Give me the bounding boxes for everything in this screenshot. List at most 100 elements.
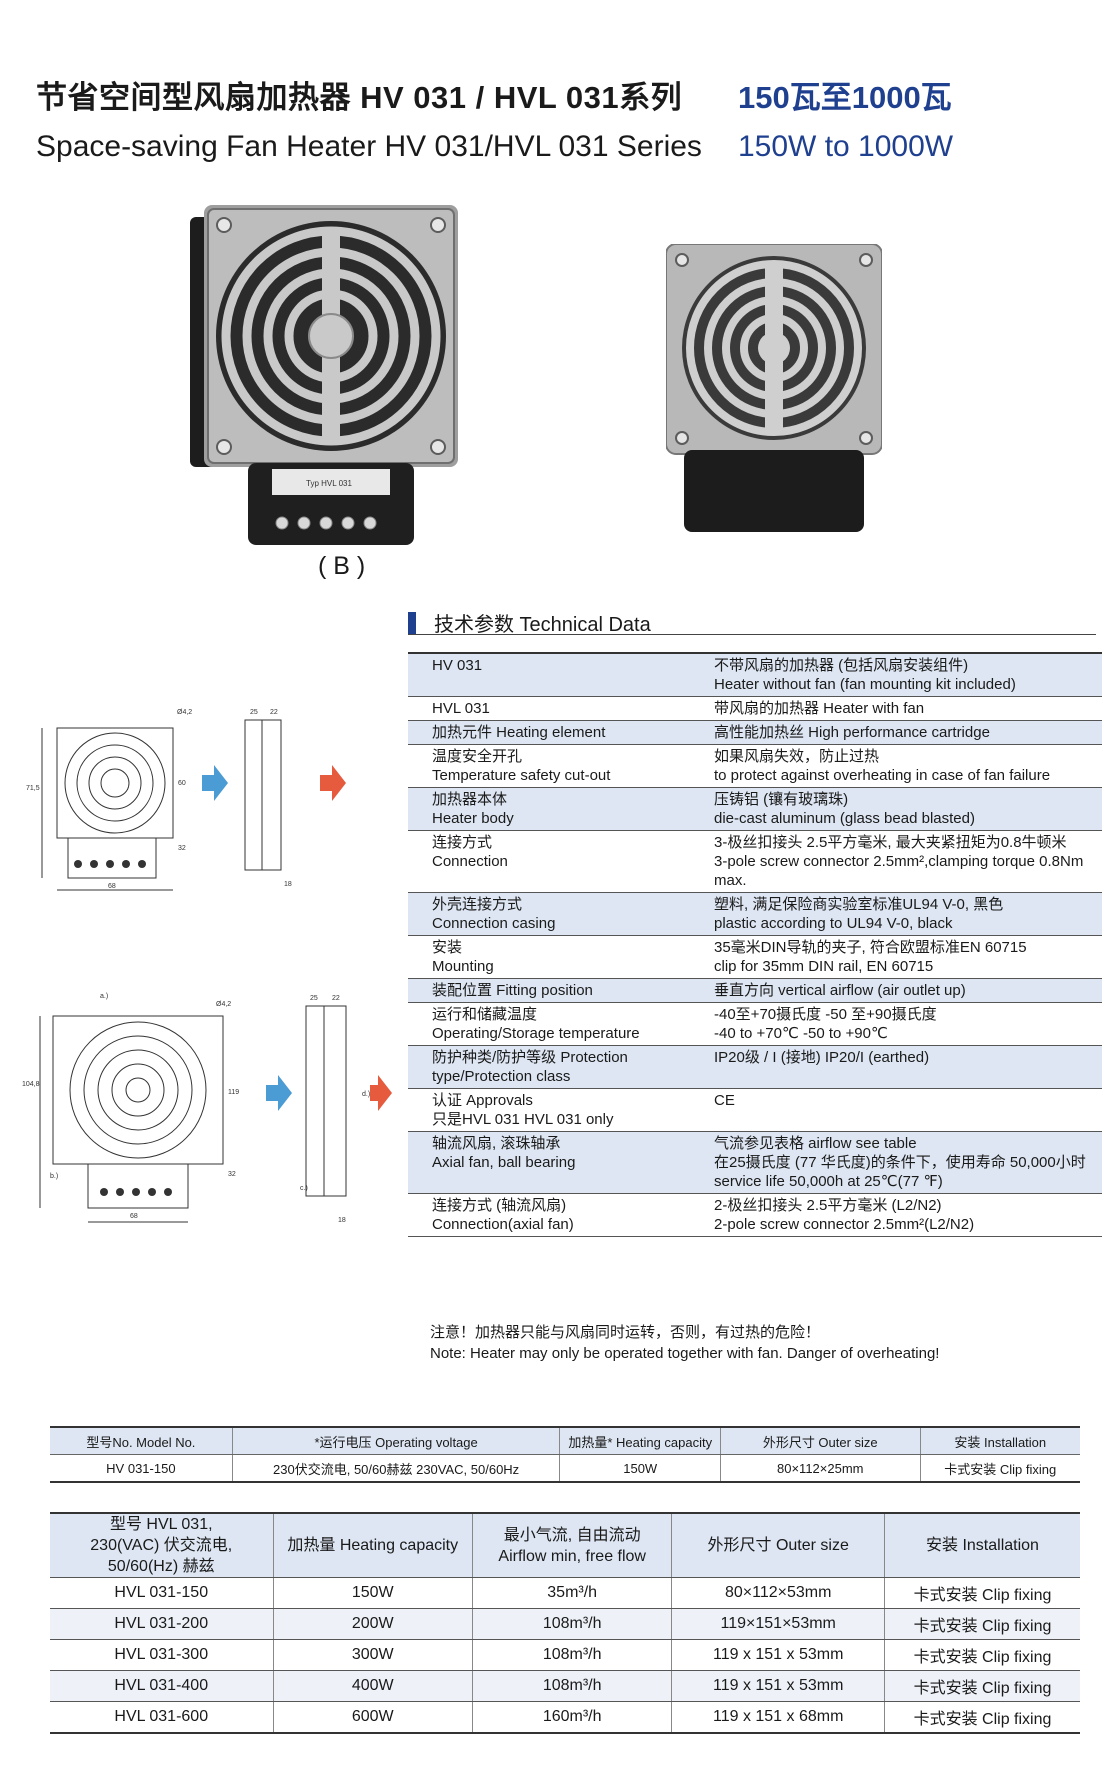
table-cell: 230伏交流电, 50/60赫兹 230VAC, 50/60Hz	[232, 1454, 561, 1483]
spec-value-line: CE	[714, 1092, 735, 1109]
spec-value-line: 塑料, 满足保险商实验室标准UL94 V-0, 黑色	[714, 896, 1004, 913]
dim-d3-bottom: 32	[228, 1171, 236, 1178]
table-header-cell: 安装 Installation	[884, 1512, 1080, 1578]
table-header-cell: *运行电压 Operating voltage	[232, 1426, 561, 1455]
table-cell: 200W	[273, 1608, 473, 1640]
spec-label-line: 加热元件 Heating element	[432, 724, 606, 741]
table-cell: 卡式安装 Clip fixing	[884, 1608, 1080, 1640]
table-header-cell: 型号 HVL 031,230(VAC) 伏交流电, 50/60(Hz) 赫兹	[50, 1512, 274, 1578]
technical-drawing-hv031: Ø4,2 68 71,5 60 25 22 32 18	[26, 709, 346, 891]
spec-value-line: 垂直方向 vertical airflow (air outlet up)	[714, 982, 966, 999]
dim-width-bottom: 68	[130, 1213, 138, 1220]
heading-accent-bar	[408, 612, 416, 634]
fan-heater-photo-with-fan: Typ HVL 031	[190, 205, 458, 545]
spec-label: 防护种类/防护等级 Protection type/Protection cla…	[408, 1045, 690, 1089]
spec-row: 防护种类/防护等级 Protection type/Protection cla…	[408, 1045, 1102, 1089]
table-header-cell: 加热量* Heating capacity	[559, 1426, 721, 1455]
spec-value: CE	[690, 1088, 1102, 1132]
spec-value-line: 带风扇的加热器 Heater with fan	[714, 700, 925, 717]
spec-value-line: 35毫米DIN导轨的夹子, 符合欧盟标准EN 60715	[714, 939, 1027, 956]
warning-note: 注意！加热器只能与风扇同时运转，否则，有过热的危险！ Note: Heater …	[430, 1322, 939, 1364]
nameplate-text: Typ HVL 031	[306, 479, 353, 488]
warning-note-en: Note: Heater may only be operated togeth…	[430, 1345, 940, 1362]
table-cell: 600W	[273, 1701, 473, 1734]
dim-width-top: 68	[108, 883, 116, 890]
table-cell: 80×112×25mm	[720, 1454, 921, 1483]
table-cell: 卡式安装 Clip fixing	[884, 1701, 1080, 1734]
table-cell: 119 x 151 x 53mm	[671, 1639, 885, 1671]
spec-value-line: 高性能加热丝 High performance cartridge	[714, 724, 990, 741]
spec-value-line: 3-pole screw connector 2.5mm²,clamping t…	[714, 853, 1084, 889]
spec-value-line: 2-极丝扣接头 2.5平方毫米 (L2/N2)	[714, 1197, 942, 1214]
spec-value: 带风扇的加热器 Heater with fan	[690, 696, 1102, 721]
table-header-cell: 型号No. Model No.	[50, 1426, 233, 1455]
title-english: Space-saving Fan Heater HV 031/HVL 031 S…	[36, 130, 702, 163]
spec-label: 装配位置 Fitting position	[408, 978, 690, 1003]
spec-value: 高性能加热丝 High performance cartridge	[690, 720, 1102, 745]
note-d: d.)	[362, 1091, 370, 1098]
spec-row: 连接方式 (轴流风扇)Connection(axial fan)2-极丝扣接头 …	[408, 1193, 1102, 1237]
spec-label-line: 认证 Approvals	[432, 1092, 533, 1109]
power-range-chinese: 150瓦至1000瓦	[738, 80, 952, 115]
spec-value-line: 3-极丝扣接头 2.5平方毫米, 最大夹紧扭矩为0.8牛顿米	[714, 834, 1067, 851]
spec-value: -40至+70摄氏度 -50 至+90摄氏度-40 to +70℃ -50 to…	[690, 1002, 1102, 1046]
spec-row: 加热元件 Heating element 高性能加热丝 High performa…	[408, 720, 1102, 745]
dim-h1-top: 71,5	[26, 785, 40, 792]
spec-label-line: HVL 031	[432, 700, 490, 717]
table-cell: HVL 031-150	[50, 1577, 274, 1609]
spec-value-line: clip for 35mm DIN rail, EN 60715	[714, 958, 934, 975]
spec-value: 3-极丝扣接头 2.5平方毫米, 最大夹紧扭矩为0.8牛顿米 3-pole scr…	[690, 830, 1102, 893]
dim-h2-top: 60	[178, 780, 186, 787]
table-cell: 108m³/h	[472, 1670, 673, 1702]
dim-h1-bottom: 104,8	[22, 1081, 40, 1088]
spec-label-line: Connection casing	[432, 915, 556, 932]
technical-data-heading: 技术参数 Technical Data	[408, 606, 1096, 636]
spec-value-line: IP20级 / I (接地) IP20/I (earthed)	[714, 1049, 930, 1066]
dim-dia-bottom: Ø4,2	[216, 1001, 231, 1008]
table-cell: HVL 031-300	[50, 1639, 274, 1671]
dim-d4-bottom: 18	[338, 1217, 346, 1224]
spec-label-line: Operating/Storage temperature	[432, 1025, 640, 1042]
table-header-line: 最小气流, 自由流动	[503, 1526, 641, 1544]
table-header-line: 外形尺寸 Outer size	[707, 1537, 849, 1554]
spec-value-line: 不带风扇的加热器 (包括风扇安装组件)	[714, 657, 969, 674]
table-cell: HVL 031-400	[50, 1670, 274, 1702]
table-cell: 80×112×53mm	[671, 1577, 885, 1609]
spec-label-line: 温度安全开孔	[432, 748, 523, 765]
table-header-cell: 加热量 Heating capacity	[273, 1512, 473, 1578]
spec-value-line: 压铸铝 (镶有玻璃珠)	[714, 791, 849, 808]
spec-row: 装配位置 Fitting position 垂直方向 vertical airfl…	[408, 978, 1102, 1003]
spec-value: 压铸铝 (镶有玻璃珠)die-cast aluminum (glass bead…	[690, 787, 1102, 831]
hvl031-model-table: 型号 HVL 031,230(VAC) 伏交流电, 50/60(Hz) 赫兹加热…	[50, 1512, 1080, 1734]
table-cell: 119 x 151 x 53mm	[671, 1670, 885, 1702]
spec-value: 垂直方向 vertical airflow (air outlet up)	[690, 978, 1102, 1003]
technical-drawing-hvl031: Ø4,2 68 104,8 119 25 22 32 18 a.) b.) c.…	[22, 993, 392, 1224]
dim-d1-bottom: 25	[310, 995, 318, 1002]
spec-value: 2-极丝扣接头 2.5平方毫米 (L2/N2)2-pole screw conn…	[690, 1193, 1102, 1237]
spec-label-line: 轴流风扇, 滚珠轴承	[432, 1135, 561, 1152]
fan-heater-photo-without-fan	[666, 244, 882, 532]
note-a: a.)	[100, 993, 108, 1000]
dim-d2-bottom: 22	[332, 995, 340, 1002]
technical-data-title: 技术参数 Technical Data	[434, 614, 651, 636]
table-cell: 150W	[273, 1577, 473, 1609]
